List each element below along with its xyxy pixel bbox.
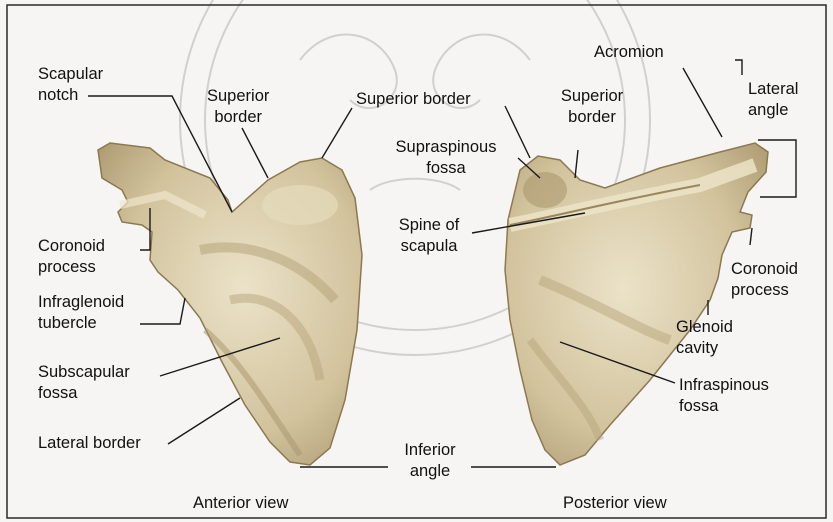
label-superior-border-left-line1: Superior: [207, 86, 269, 107]
label-supraspinous-line2: fossa: [376, 158, 516, 179]
label-infraglenoid: Infraglenoid tubercle: [38, 292, 124, 334]
label-inferior-angle-line2: angle: [389, 461, 471, 482]
label-lateral-border: Lateral border: [38, 433, 141, 454]
label-lateral-angle-line2: angle: [748, 100, 798, 121]
label-supraspinous-line1: Supraspinous: [376, 137, 516, 158]
label-coronoid-right-line1: Coronoid: [731, 259, 798, 280]
label-subscapular-line1: Subscapular: [38, 362, 130, 383]
label-coronoid-right-line2: process: [731, 280, 798, 301]
label-coronoid-right: Coronoid process: [731, 259, 798, 301]
label-glenoid: Glenoid cavity: [676, 317, 733, 359]
label-scapular-notch: Scapular notch: [38, 64, 103, 106]
label-infraglenoid-line1: Infraglenoid: [38, 292, 124, 313]
label-acromion-text: Acromion: [594, 42, 664, 63]
caption-posterior-view: Posterior view: [563, 493, 667, 514]
label-scapular-notch-line2: notch: [38, 85, 103, 106]
leader-superior-border-right-b: [575, 150, 578, 178]
caption-anterior-view: Anterior view: [193, 493, 288, 514]
label-inferior-angle: Inferior angle: [389, 440, 471, 482]
label-glenoid-line2: cavity: [676, 338, 733, 359]
label-lateral-border-text: Lateral border: [38, 433, 141, 454]
label-superior-border-center: Superior border: [356, 89, 471, 110]
label-superior-border-center-text: Superior border: [356, 89, 471, 110]
label-superior-border-right-line2: border: [552, 107, 632, 128]
label-coronoid-left-line1: Coronoid: [38, 236, 105, 257]
caption-posterior-view-text: Posterior view: [563, 493, 667, 514]
label-infraspinous-line1: Infraspinous: [679, 375, 769, 396]
label-inferior-angle-line1: Inferior: [389, 440, 471, 461]
label-superior-border-right: Superior border: [552, 86, 632, 128]
leader-coronoid-right: [750, 228, 752, 245]
label-subscapular: Subscapular fossa: [38, 362, 130, 404]
label-coronoid-left: Coronoid process: [38, 236, 105, 278]
label-superior-border-left: Superior border: [207, 86, 269, 128]
label-superior-border-right-line1: Superior: [552, 86, 632, 107]
label-infraspinous: Infraspinous fossa: [679, 375, 769, 417]
label-supraspinous: Supraspinous fossa: [376, 137, 516, 179]
label-lateral-angle: Lateral angle: [748, 79, 798, 121]
label-glenoid-line1: Glenoid: [676, 317, 733, 338]
label-infraglenoid-line2: tubercle: [38, 313, 124, 334]
anterior-scapula: [98, 143, 362, 465]
label-acromion: Acromion: [594, 42, 664, 63]
label-spine: Spine of scapula: [388, 215, 470, 257]
caption-anterior-view-text: Anterior view: [193, 493, 288, 514]
label-scapular-notch-line1: Scapular: [38, 64, 103, 85]
label-spine-line1: Spine of: [388, 215, 470, 236]
leader-acromion: [683, 68, 722, 137]
label-lateral-angle-line1: Lateral: [748, 79, 798, 100]
label-coronoid-left-line2: process: [38, 257, 105, 278]
leader-superior-border-left: [242, 128, 268, 178]
leader-infraglenoid: [140, 298, 185, 324]
leader-superior-border-center: [322, 108, 352, 158]
leader-lateral-border: [168, 398, 240, 444]
label-spine-line2: scapula: [388, 236, 470, 257]
label-subscapular-line2: fossa: [38, 383, 130, 404]
label-infraspinous-line2: fossa: [679, 396, 769, 417]
label-superior-border-left-line2: border: [207, 107, 269, 128]
